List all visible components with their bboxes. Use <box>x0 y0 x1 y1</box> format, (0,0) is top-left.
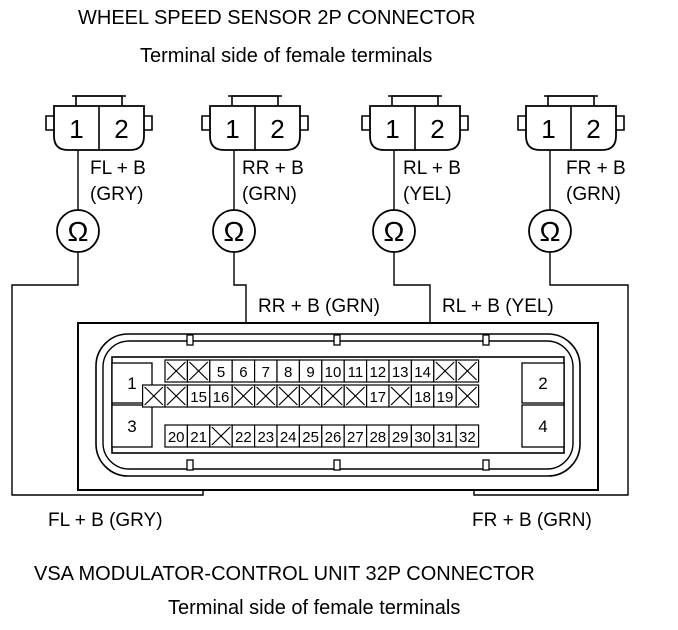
unit-terminal-label: 18 <box>414 389 431 406</box>
unit-terminal-label: 23 <box>257 429 274 446</box>
unit-terminal-label: 13 <box>392 364 409 381</box>
ohmmeter-fl: Ω <box>56 209 100 253</box>
unit-terminal-label: 17 <box>369 389 386 406</box>
ohmmeter-fr: Ω <box>528 209 572 253</box>
unit-fl-label: FL + B (GRY) <box>48 510 163 531</box>
unit-terminal-label: 9 <box>306 364 314 381</box>
unit-rr-label: RR + B (GRN) <box>258 296 380 317</box>
ohm-icon: Ω <box>68 216 89 247</box>
unit-terminal-side <box>521 362 565 404</box>
unit-terminal-label: 27 <box>347 429 364 446</box>
sensor-pin-2: 2 <box>586 114 600 144</box>
unit-terminal-label: 22 <box>235 429 252 446</box>
sensor-connector-title: WHEEL SPEED SENSOR 2P CONNECTOR <box>78 7 476 29</box>
sensor-rr-label: RR + B <box>242 158 304 179</box>
unit-terminal-label: 15 <box>190 389 207 406</box>
sensor-rr-wire: (GRN) <box>242 184 297 205</box>
unit-terminal-label: 5 <box>217 364 225 381</box>
unit-terminal-label: 7 <box>262 364 270 381</box>
sensor-fr-label: FR + B <box>566 158 626 179</box>
unit-connector-title: VSA MODULATOR-CONTROL UNIT 32P CONNECTOR <box>34 563 535 585</box>
unit-terminal-label: 28 <box>369 429 386 446</box>
unit-terminal-label: 11 <box>348 364 364 381</box>
unit-terminal-label: 25 <box>302 429 319 446</box>
unit-terminal-side <box>521 404 565 448</box>
sensor-pin-1: 1 <box>225 114 239 144</box>
unit-terminal-cell <box>455 424 480 448</box>
unit-connector-subtitle: Terminal side of female terminals <box>168 597 461 619</box>
unit-terminal-label: 12 <box>369 364 386 381</box>
unit-terminal-label: 4 <box>538 417 547 436</box>
unit-terminal-label: 26 <box>325 429 342 446</box>
unit-terminal-side <box>111 404 153 448</box>
sensor-fr-wire: (GRN) <box>566 184 621 205</box>
unit-terminal-label: 3 <box>127 417 136 436</box>
unit-terminal-label: 10 <box>325 364 342 381</box>
ohm-icon: Ω <box>540 216 561 247</box>
ohmmeter-rr: Ω <box>212 209 256 253</box>
unit-terminal-label: 19 <box>437 389 454 406</box>
unit-terminal-label: 8 <box>284 364 292 381</box>
unit-terminal-label: 20 <box>168 429 185 446</box>
sensor-pin-1: 1 <box>385 114 399 144</box>
sensor-connector-subtitle: Terminal side of female terminals <box>140 45 433 67</box>
ohm-icon: Ω <box>384 216 405 247</box>
ohmmeter-rl: Ω <box>372 209 416 253</box>
unit-rl-label: RL + B (YEL) <box>442 296 554 317</box>
sensor-rl-wire: (YEL) <box>403 184 452 205</box>
ohm-icon: Ω <box>224 216 245 247</box>
unit-terminal-label: 24 <box>280 429 297 446</box>
sensor-fl-label: FL + B <box>90 158 146 179</box>
unit-terminal-label: 21 <box>190 429 207 446</box>
sensor-rl-label: RL + B <box>403 158 461 179</box>
unit-terminal-label: 2 <box>538 374 547 393</box>
sensor-pin-2: 2 <box>430 114 444 144</box>
unit-terminal-label: 32 <box>459 429 476 446</box>
sensor-pin-2: 2 <box>114 114 128 144</box>
unit-terminal-label: 6 <box>239 364 247 381</box>
unit-terminal-label: 30 <box>414 429 431 446</box>
unit-terminal-label: 1 <box>127 374 136 393</box>
unit-terminal-label: 14 <box>414 364 431 381</box>
unit-terminal-label: 31 <box>437 429 454 446</box>
unit-fr-label: FR + B (GRN) <box>472 510 592 531</box>
sensor-fl-wire: (GRY) <box>90 184 144 205</box>
sensor-pin-1: 1 <box>541 114 555 144</box>
unit-terminal-label: 16 <box>213 389 230 406</box>
sensor-pin-1: 1 <box>69 114 83 144</box>
unit-terminal-label: 29 <box>392 429 409 446</box>
sensor-pin-2: 2 <box>270 114 284 144</box>
